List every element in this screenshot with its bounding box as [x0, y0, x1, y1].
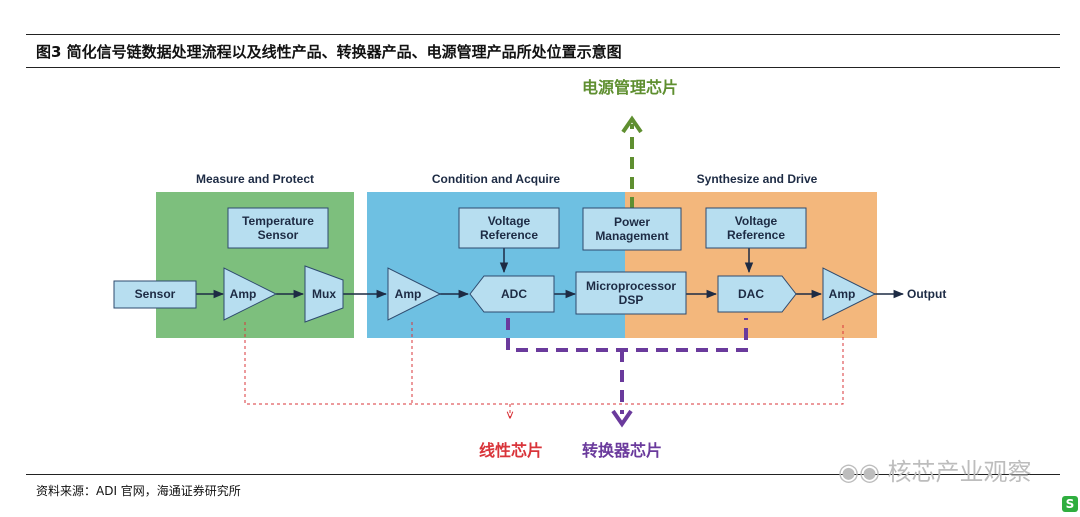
microprocessor-label-1: Microprocessor — [586, 279, 676, 293]
watermark-text: 核芯产业观察 — [887, 458, 1032, 486]
temperature-sensor-label-1: Temperature — [242, 214, 314, 228]
mux-block — [304, 265, 344, 323]
amp-3-triangle — [822, 267, 877, 321]
converter-arrow-head — [611, 409, 633, 428]
amp-3-label: Amp — [829, 287, 856, 301]
converter-chip-indicator — [506, 318, 748, 414]
sensor-block — [113, 280, 197, 309]
microprocessor-dsp-block — [575, 271, 687, 315]
adc-block — [469, 275, 555, 313]
sensor-label: Sensor — [135, 287, 176, 301]
adc-label: ADC — [501, 287, 527, 301]
figure-title: 图3 简化信号链数据处理流程以及线性产品、转换器产品、电源管理产品所处位置示意图 — [36, 43, 622, 61]
dac-label: DAC — [738, 287, 764, 301]
microprocessor-label-2: DSP — [619, 293, 644, 307]
converter-chip-label: 转换器芯片 — [582, 441, 662, 460]
section-measure-title: Measure and Protect — [196, 172, 314, 186]
voltage-reference-1-label-2: Reference — [480, 228, 538, 242]
linear-chip-label: 线性芯片 — [479, 441, 543, 460]
amp-1-label: Amp — [230, 287, 257, 301]
voltage-reference-block-1 — [458, 207, 560, 249]
mux-label: Mux — [312, 287, 336, 301]
amp-2-triangle — [387, 267, 442, 321]
figure-title-bar: 图3 简化信号链数据处理流程以及线性产品、转换器产品、电源管理产品所处位置示意图 — [26, 34, 1060, 68]
power-arrow-head — [621, 115, 643, 134]
voltage-reference-1-label-1: Voltage — [488, 214, 531, 228]
voltage-reference-block-2 — [705, 207, 807, 249]
watermark: ◉◉ 核芯产业观察 — [838, 452, 1032, 487]
footer-divider — [26, 474, 1060, 475]
temperature-sensor-block — [227, 207, 329, 249]
power-chip-label: 电源管理芯片 — [582, 78, 678, 97]
wechat-icon: ◉◉ — [838, 458, 880, 486]
section-synthesize-title: Synthesize and Drive — [697, 172, 818, 186]
signal-flow-arrows — [196, 248, 905, 299]
corner-logo-icon: S — [1062, 496, 1078, 512]
amp-1-triangle — [223, 267, 278, 321]
section-condition-title: Condition and Acquire — [432, 172, 561, 186]
power-management-label-1: Power — [614, 215, 650, 229]
voltage-reference-2-label-1: Voltage — [735, 214, 778, 228]
source-note: 资料来源：ADI 官网，海通证券研究所 — [36, 484, 241, 498]
voltage-reference-2-label-2: Reference — [727, 228, 785, 242]
temperature-sensor-label-2: Sensor — [258, 228, 299, 242]
amp-2-label: Amp — [395, 287, 422, 301]
power-management-label-2: Management — [595, 229, 668, 243]
dac-block — [717, 275, 797, 313]
linear-chip-indicator — [244, 322, 844, 418]
output-label: Output — [907, 287, 946, 301]
power-management-block — [582, 207, 682, 251]
